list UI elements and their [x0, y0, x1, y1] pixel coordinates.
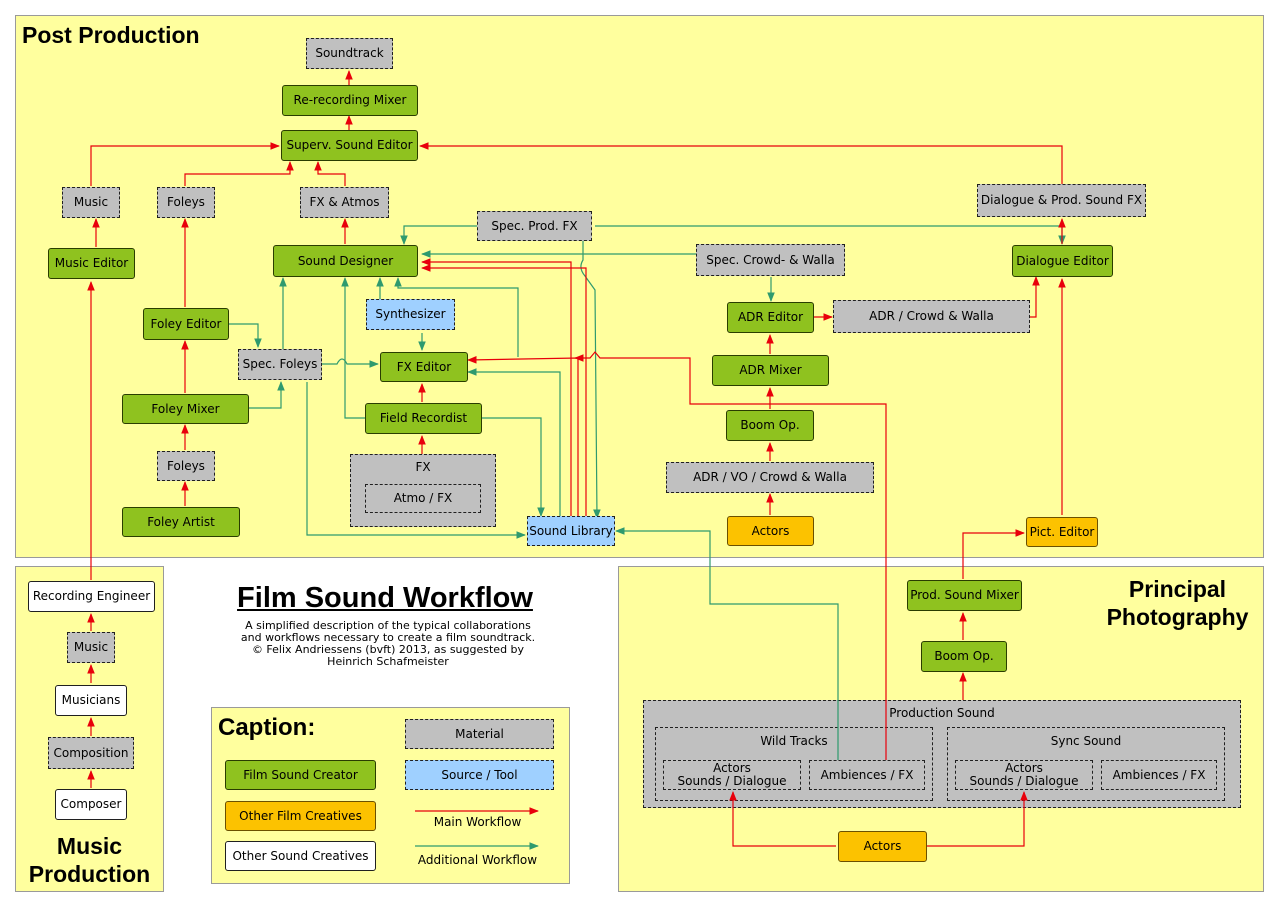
music-material-node: Music: [62, 187, 120, 218]
prod-sound-mixer-node: Prod. Sound Mixer: [907, 580, 1022, 611]
dialogue-prod-fx-node: Dialogue & Prod. Sound FX: [977, 184, 1146, 217]
fx-editor-node: FX Editor: [380, 352, 468, 382]
dialogue-editor-node: Dialogue Editor: [1012, 245, 1113, 277]
foley-editor-node: Foley Editor: [143, 308, 229, 340]
red-edge: [419, 142, 1063, 186]
foley-mixer-node: Foley Mixer: [122, 394, 249, 424]
diagram-title: Film Sound Workflow: [237, 582, 533, 614]
post-production-title: Post Production: [22, 22, 200, 48]
foleys-top-node: Foleys: [157, 187, 215, 218]
actors-post-node: Actors: [727, 516, 814, 546]
composer-node: Composer: [55, 789, 127, 820]
legend-source-tool: Source / Tool: [405, 760, 554, 790]
boom-op-post-node: Boom Op.: [726, 410, 814, 441]
sync-actors: Actors Sounds / Dialogue: [955, 760, 1093, 790]
green-edge: [229, 323, 262, 348]
green-edge: [306, 382, 526, 539]
red-edge: [184, 161, 294, 186]
production-sound-label: Production Sound: [889, 706, 995, 720]
red-edge: [729, 791, 836, 847]
caption-title: Caption:: [218, 714, 316, 741]
green-edge: [615, 527, 839, 760]
actors-pp-node: Actors: [838, 831, 927, 862]
fx-group-label: FX: [415, 460, 431, 474]
red-edge: [90, 142, 280, 186]
spec-prod-fx-node: Spec. Prod. FX: [477, 211, 592, 241]
foleys-bottom-node: Foleys: [157, 451, 215, 481]
music-production-title: Music Production: [28, 833, 151, 887]
green-edge: [400, 225, 478, 245]
sound-library-node: Sound Library: [527, 516, 615, 546]
legend-other-sound-creatives: Other Sound Creatives: [225, 841, 376, 871]
boom-op-pp-node: Boom Op.: [921, 641, 1007, 672]
legend-other-film-creatives: Other Film Creatives: [225, 801, 376, 831]
green-edge: [482, 417, 545, 517]
green-edge: [322, 358, 379, 368]
sync-ambiences: Ambiences / FX: [1101, 760, 1217, 790]
composition-node: Composition: [48, 737, 134, 769]
legend-film-sound-creator: Film Sound Creator: [225, 760, 376, 790]
post-production-region: [15, 15, 1264, 558]
red-edge: [1030, 276, 1040, 318]
field-recordist-node: Field Recordist: [365, 403, 482, 434]
red-edge: [314, 161, 346, 186]
principal-photography-title: Principal Photography: [1106, 576, 1249, 630]
wild-ambiences: Ambiences / FX: [809, 760, 925, 790]
adr-editor-node: ADR Editor: [727, 302, 814, 333]
sync-sound-label: Sync Sound: [1050, 734, 1122, 748]
atmo-fx: Atmo / FX: [365, 484, 481, 513]
green-edge: [249, 381, 285, 409]
diagram-subtitle: A simplified description of the typical …: [240, 619, 536, 668]
spec-foleys-node: Spec. Foleys: [238, 349, 322, 380]
wild-tracks-label: Wild Tracks: [760, 734, 828, 748]
red-edge: [574, 351, 887, 760]
legend-additional-workflow-label: Additional Workflow: [417, 853, 538, 867]
red-edge: [467, 356, 579, 518]
soundtrack-node: Soundtrack: [306, 38, 393, 69]
green-edge: [595, 225, 1066, 245]
synthesizer-node: Synthesizer: [366, 299, 455, 330]
recording-engineer-node: Recording Engineer: [28, 581, 155, 612]
green-edge: [467, 368, 561, 518]
music-mp-node: Music: [67, 632, 115, 663]
superv-sound-editor-node: Superv. Sound Editor: [281, 130, 418, 161]
red-edge: [421, 264, 587, 518]
adr-vo-crowd-walla-node: ADR / VO / Crowd & Walla: [666, 462, 874, 493]
musicians-node: Musicians: [55, 685, 127, 716]
rerecording-mixer-node: Re-recording Mixer: [282, 85, 418, 116]
wild-actors: Actors Sounds / Dialogue: [663, 760, 801, 790]
spec-crowd-walla-node: Spec. Crowd- & Walla: [696, 244, 845, 276]
pict-editor-node: Pict. Editor: [1026, 517, 1098, 547]
music-editor-node: Music Editor: [48, 248, 135, 279]
adr-mixer-node: ADR Mixer: [712, 355, 829, 386]
red-edge: [927, 791, 1028, 847]
adr-crowd-walla-node: ADR / Crowd & Walla: [833, 300, 1030, 333]
sound-designer-node: Sound Designer: [273, 245, 418, 277]
fx-atmos-node: FX & Atmos: [300, 187, 389, 218]
green-edge: [341, 277, 365, 419]
green-edge: [394, 277, 519, 357]
green-edge: [580, 240, 601, 519]
red-edge: [421, 258, 572, 518]
foley-artist-node: Foley Artist: [122, 507, 240, 537]
legend-main-workflow-label: Main Workflow: [433, 815, 522, 829]
red-edge: [962, 529, 1025, 579]
legend-material: Material: [405, 719, 554, 749]
